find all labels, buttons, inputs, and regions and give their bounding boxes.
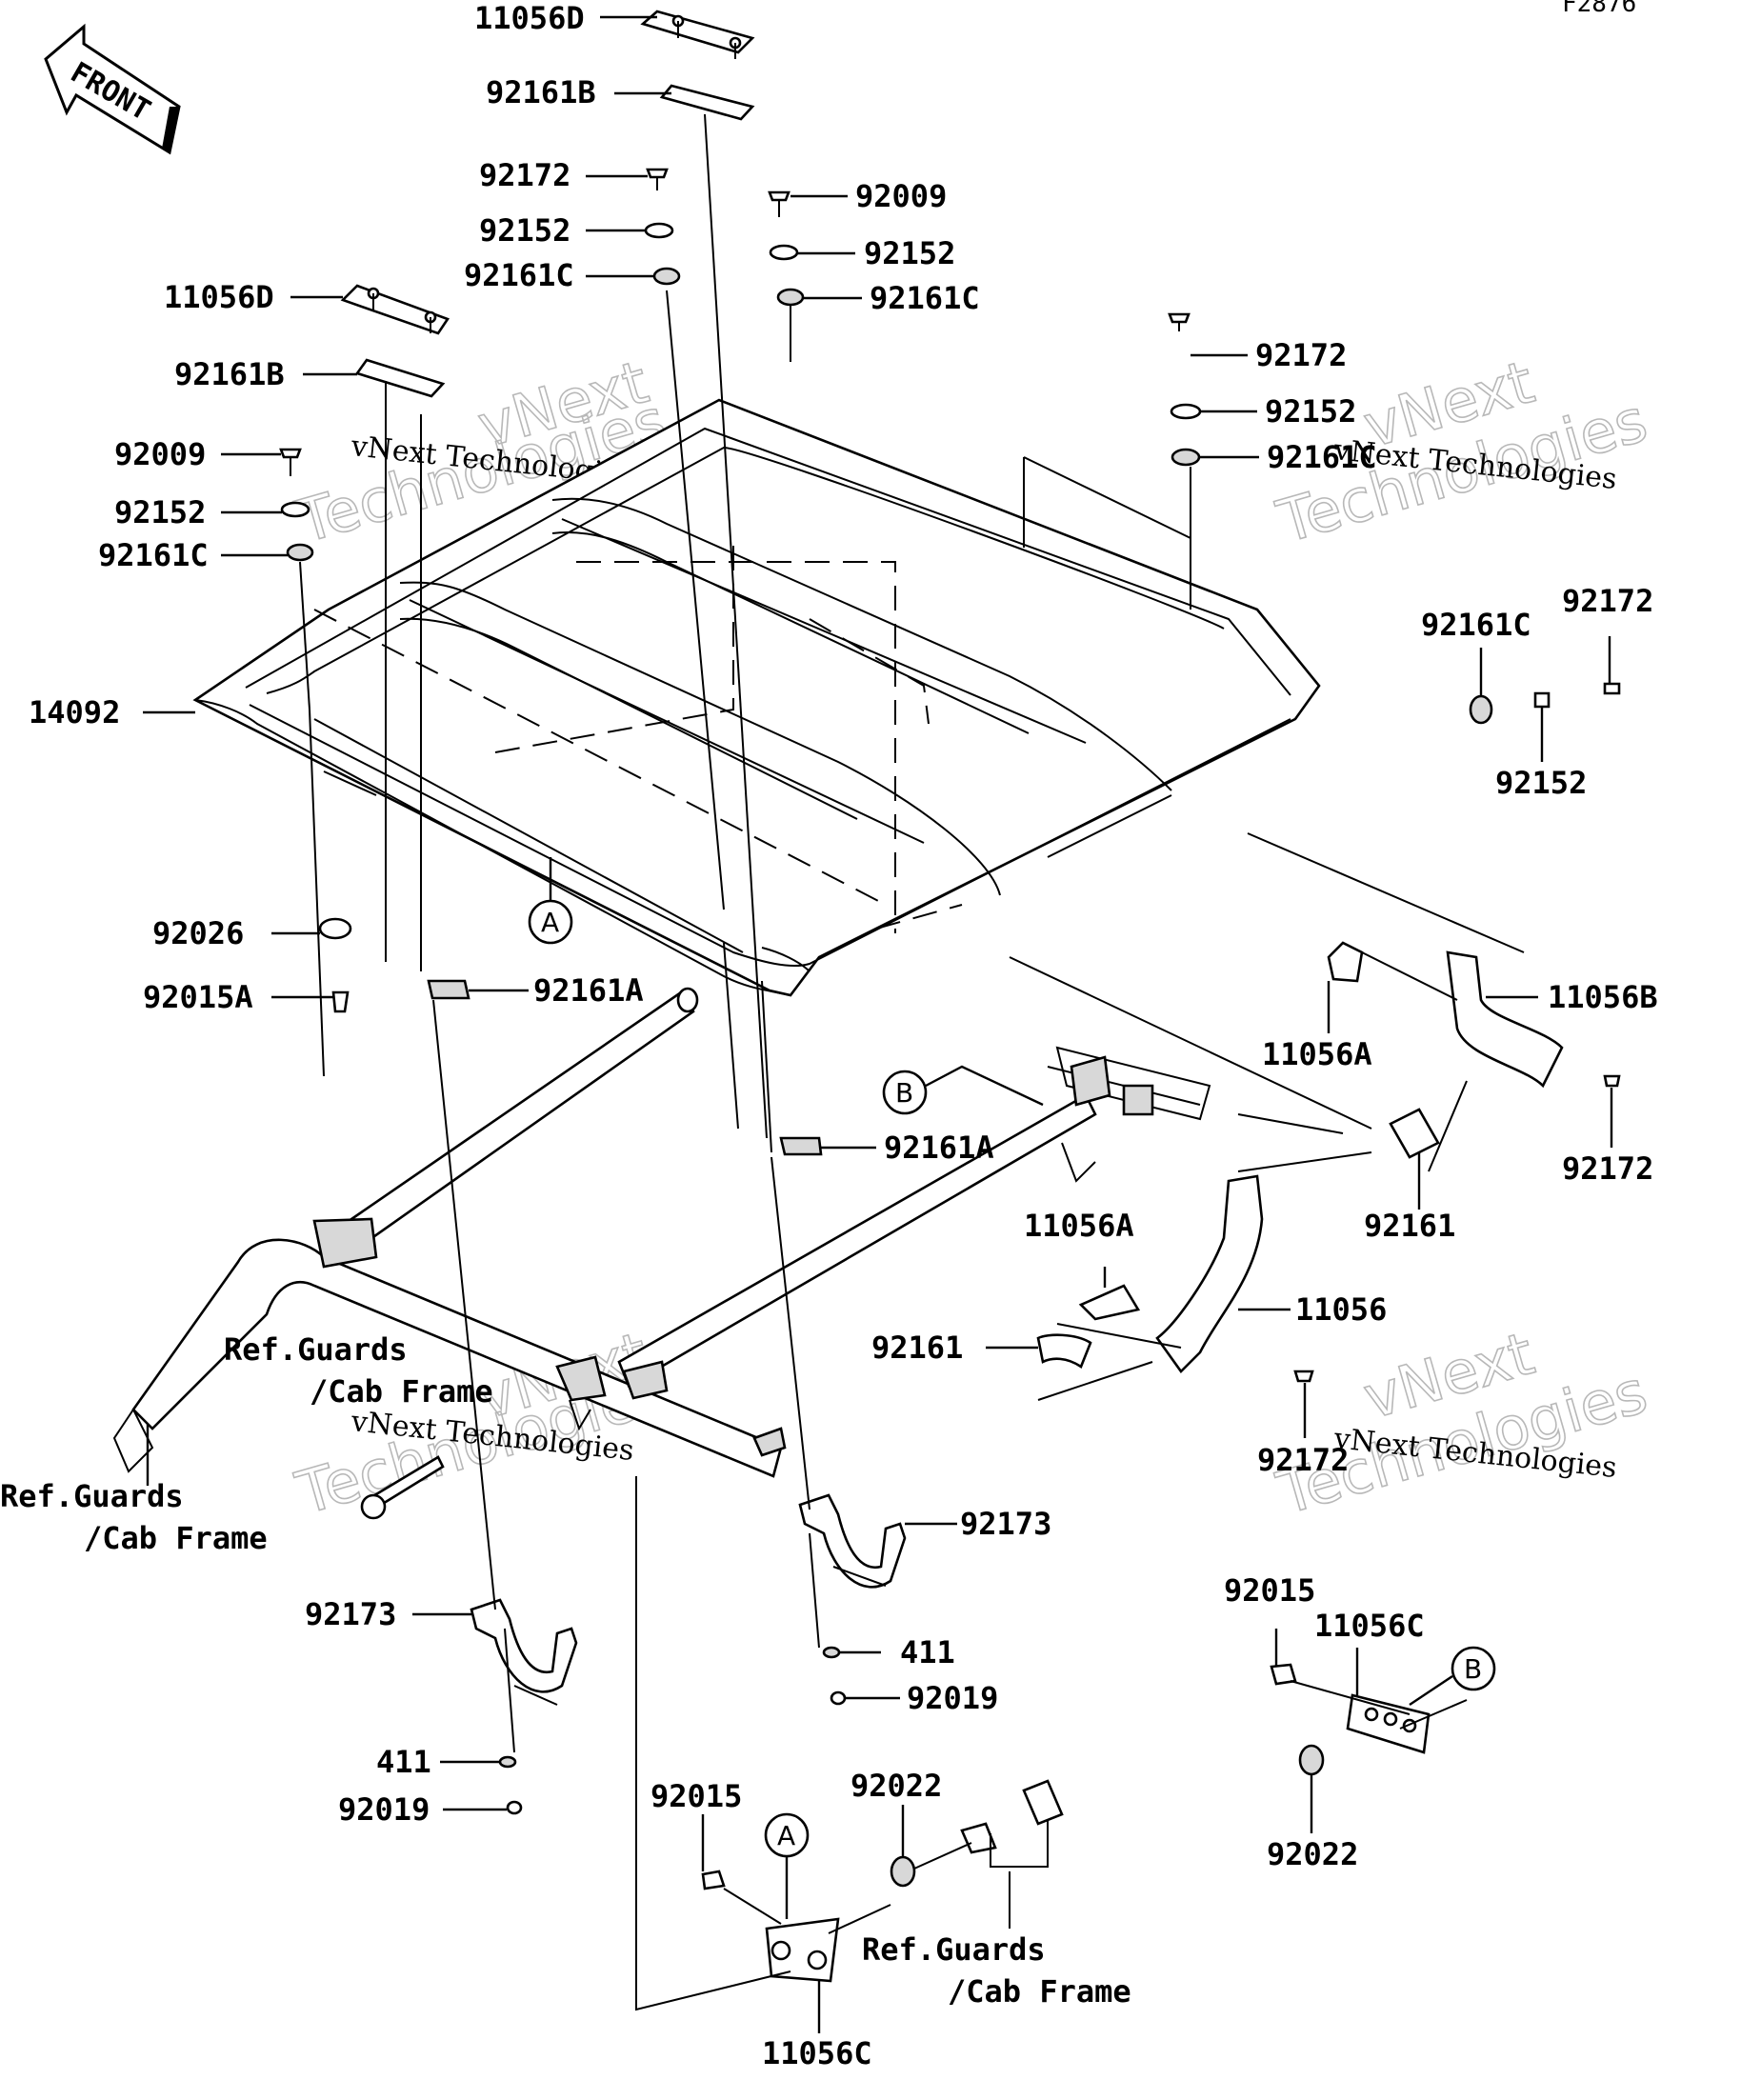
part-label: 92161C bbox=[1421, 607, 1531, 643]
part-label: 92152 bbox=[1265, 393, 1356, 430]
callout-b: B bbox=[1464, 1653, 1482, 1685]
part-label: 92015 bbox=[650, 1778, 742, 1814]
part-label: 411 bbox=[900, 1634, 955, 1670]
part-label: 92172 bbox=[1562, 1150, 1653, 1187]
part-label: 92161 bbox=[1364, 1208, 1455, 1244]
part-label: 11056B bbox=[1548, 979, 1658, 1015]
part-label: 92022 bbox=[850, 1768, 942, 1804]
part-label: 92161A bbox=[884, 1130, 994, 1166]
part-label: 92173 bbox=[960, 1506, 1051, 1542]
part-label: 92152 bbox=[1495, 765, 1587, 801]
part-label: 14092 bbox=[29, 694, 120, 730]
front-arrow-icon: FRONT bbox=[44, 23, 181, 155]
part-label: 11056C bbox=[762, 2035, 872, 2071]
part-label: 92015A bbox=[143, 979, 253, 1015]
part-label: 92009 bbox=[855, 178, 947, 214]
callout-a-lower: A bbox=[764, 1812, 810, 1919]
ref-text-bottom: Ref.Guards /Cab Frame bbox=[862, 1931, 1131, 2010]
hardware bbox=[279, 10, 1621, 1983]
part-label: 11056D bbox=[474, 0, 585, 36]
part-label: 92172 bbox=[1255, 337, 1347, 373]
part-label: 92161B bbox=[486, 74, 596, 110]
part-label: 92152 bbox=[114, 494, 206, 530]
part-label: 92009 bbox=[114, 436, 206, 472]
ref-text-left: Ref.Guards /Cab Frame bbox=[0, 1478, 268, 1556]
part-label: 11056D bbox=[164, 279, 274, 315]
part-label: 11056A bbox=[1262, 1036, 1372, 1072]
part-label: 11056C bbox=[1314, 1608, 1425, 1644]
ref-line2: /Cab Frame bbox=[310, 1373, 493, 1410]
part-label: 92173 bbox=[305, 1596, 396, 1632]
part-label: 92161C bbox=[98, 537, 209, 573]
part-labels: 11056D 92161B 92172 92152 92161C 92009 9… bbox=[29, 0, 1658, 2071]
part-label: 92161C bbox=[870, 280, 980, 316]
roof-frame bbox=[112, 987, 1211, 1478]
part-label: 92172 bbox=[1257, 1442, 1349, 1478]
part-label: 92161C bbox=[1267, 439, 1377, 475]
callout-b-lower: B bbox=[1409, 1646, 1496, 1706]
ref-line1: Ref.Guards bbox=[224, 1331, 408, 1368]
part-label: 11056A bbox=[1024, 1208, 1134, 1244]
callout-a: A bbox=[777, 1820, 795, 1851]
part-label: 411 bbox=[376, 1744, 431, 1780]
part-label: 11056 bbox=[1295, 1291, 1387, 1328]
part-label: 92172 bbox=[479, 157, 570, 193]
ref-line2: /Cab Frame bbox=[84, 1520, 268, 1556]
callout-a-upper: A bbox=[528, 857, 573, 945]
ref-line2: /Cab Frame bbox=[948, 1973, 1131, 2010]
ref-text-center: Ref.Guards /Cab Frame bbox=[224, 1331, 493, 1410]
watermark-group-4: vNext Technologies vNext Technologies bbox=[1269, 1318, 1655, 1530]
part-label: 92161A bbox=[533, 972, 644, 1009]
part-label: 92161B bbox=[174, 356, 285, 392]
part-label: 92161 bbox=[871, 1330, 963, 1366]
ref-line1: Ref.Guards bbox=[862, 1931, 1046, 1968]
leader-lines bbox=[143, 15, 1613, 2033]
part-label: 92019 bbox=[907, 1680, 998, 1716]
part-label: 92152 bbox=[864, 235, 955, 271]
part-label: 92161C bbox=[464, 257, 574, 293]
ref-line1: Ref.Guards bbox=[0, 1478, 184, 1514]
part-label: 92015 bbox=[1224, 1572, 1315, 1609]
part-label: 92172 bbox=[1562, 583, 1653, 619]
diagram-code: F2876 bbox=[1562, 0, 1636, 18]
callout-b-upper: B bbox=[882, 1065, 1044, 1115]
part-label: 92019 bbox=[338, 1791, 430, 1828]
part-label: 92152 bbox=[479, 212, 570, 249]
part-label: 92022 bbox=[1267, 1836, 1358, 1872]
roof-panel bbox=[192, 398, 1321, 997]
callout-a: A bbox=[541, 907, 559, 938]
part-label: 92026 bbox=[152, 915, 244, 951]
callout-b: B bbox=[895, 1077, 913, 1109]
